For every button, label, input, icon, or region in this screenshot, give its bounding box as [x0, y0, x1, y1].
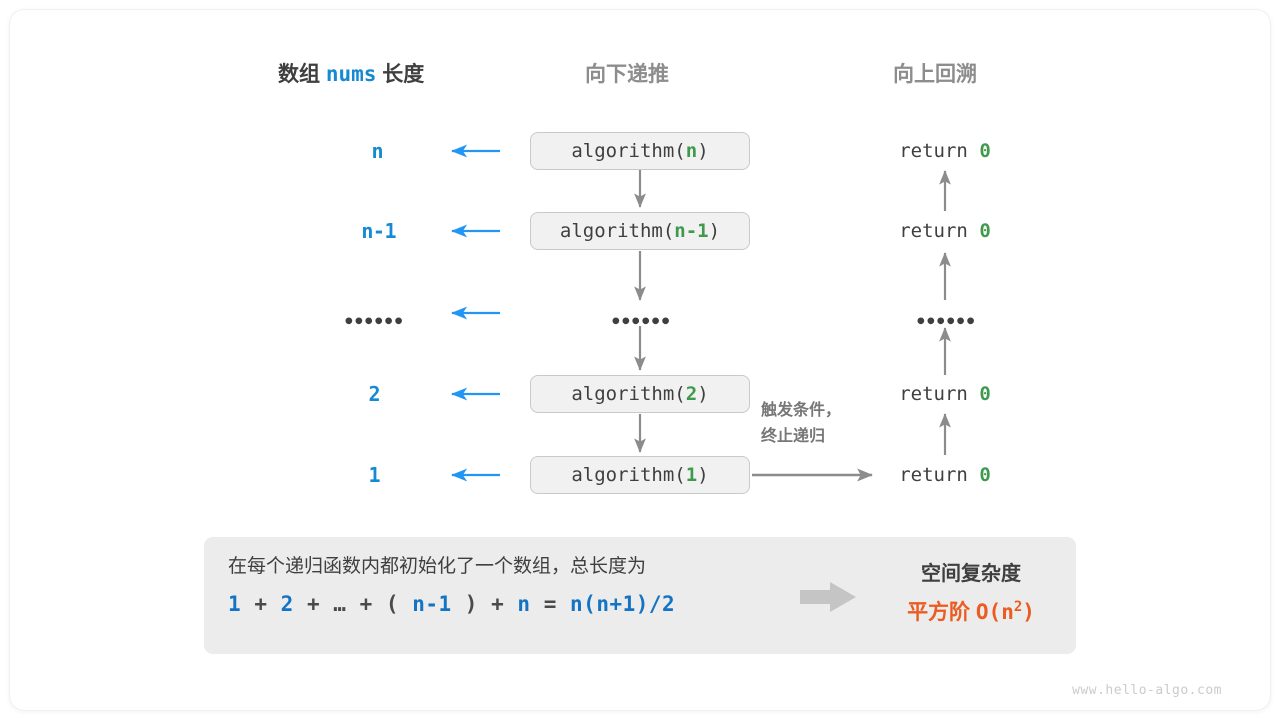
return-value-n-minus-1: 0	[979, 220, 991, 242]
return-label-1: return 0	[899, 464, 991, 486]
call-box-1-prefix: algorithm(	[571, 464, 686, 486]
formula-token-1: +	[254, 591, 268, 616]
formula-token-3: +	[306, 591, 321, 616]
call-box-n-prefix: algorithm(	[571, 140, 686, 162]
call-box-2-arg: 2	[685, 383, 698, 405]
return-value-1: 0	[979, 464, 991, 486]
call-box-n-suffix: )	[697, 140, 709, 162]
complexity-bigo: O(n2)	[975, 599, 1035, 624]
header-right: 向上回溯	[893, 63, 977, 86]
call-box-1-arg: 1	[685, 464, 698, 486]
complexity-bigo-open: O(n	[975, 600, 1014, 624]
ellipsis-returns: ••••••	[915, 311, 976, 333]
call-box-n[interactable]: algorithm(n)	[530, 132, 750, 170]
call-box-1[interactable]: algorithm(1)	[530, 456, 750, 494]
formula-token-9: +	[491, 591, 505, 616]
right-arrow-icon	[800, 582, 856, 612]
return-value-2: 0	[979, 383, 991, 405]
call-box-n-minus-1-prefix: algorithm(	[559, 220, 675, 242]
call-box-2-suffix: )	[697, 383, 709, 405]
call-box-n-minus-1-arg: n-1	[674, 220, 709, 242]
call-box-n-minus-1[interactable]: algorithm(n-1)	[530, 212, 750, 250]
formula-token-7: n-1	[412, 591, 452, 616]
summary-description: 在每个递归函数内都初始化了一个数组，总长度为	[228, 556, 647, 577]
formula-token-2: 2	[280, 591, 294, 616]
summary-result-block: 空间复杂度 平方阶 O(n2)	[876, 557, 1066, 626]
summary-text-block: 在每个递归函数内都初始化了一个数组，总长度为 1 + 2 + … + ( n-1…	[228, 553, 808, 616]
call-box-2-prefix: algorithm(	[571, 383, 686, 405]
header-middle: 向下递推	[585, 63, 669, 86]
return-keyword-n: return	[899, 140, 968, 162]
summary-formula: 1 + 2 + … + ( n-1 ) + n = n(n+1)/2	[228, 592, 808, 616]
ellipsis-calls: ••••••	[610, 311, 671, 333]
watermark: www.hello-algo.com	[1072, 683, 1222, 698]
summary-panel: 在每个递归函数内都初始化了一个数组，总长度为 1 + 2 + … + ( n-1…	[204, 537, 1076, 654]
call-box-2[interactable]: algorithm(2)	[530, 375, 750, 413]
formula-token-4: …	[333, 591, 347, 616]
termination-note-line2: 终止递归	[761, 428, 826, 446]
formula-token-8: )	[464, 591, 478, 616]
formula-token-11: =	[543, 591, 557, 616]
formula-token-5: +	[359, 591, 373, 616]
call-box-n-arg: n	[685, 140, 698, 162]
header-left-mono: nums	[325, 62, 377, 86]
call-box-n-minus-1-suffix: )	[708, 220, 721, 242]
ellipsis-length: ••••••	[343, 311, 404, 333]
return-keyword-2: return	[899, 383, 968, 405]
complexity-label: 平方阶	[907, 601, 971, 624]
length-label-n: n	[371, 139, 383, 163]
return-keyword-n-minus-1: return	[899, 220, 968, 242]
return-label-n: return 0	[899, 140, 991, 162]
call-box-1-suffix: )	[697, 464, 709, 486]
return-value-n: 0	[979, 140, 991, 162]
summary-complexity: 平方阶 O(n2)	[876, 596, 1066, 626]
complexity-exponent: 2	[1013, 599, 1023, 615]
header-left-suffix: 长度	[382, 63, 425, 86]
formula-token-6: (	[385, 591, 400, 616]
summary-title: 空间复杂度	[921, 563, 1021, 585]
formula-token-0: 1	[228, 591, 242, 616]
header-left: 数组 nums 长度	[278, 58, 424, 88]
return-label-2: return 0	[899, 383, 991, 405]
header-left-prefix: 数组	[278, 63, 320, 86]
formula-token-12: n(n+1)/2	[570, 591, 676, 616]
formula-token-10: n	[517, 591, 531, 616]
termination-note-line1: 触发条件，	[761, 402, 842, 419]
length-label-2: 2	[368, 382, 380, 406]
termination-note: 触发条件， 终止递归	[761, 398, 841, 451]
return-label-n-minus-1: return 0	[899, 220, 991, 242]
length-label-1: 1	[368, 463, 380, 487]
complexity-bigo-close: )	[1022, 600, 1035, 624]
return-keyword-1: return	[899, 464, 968, 486]
length-label-n-minus-1: n-1	[361, 219, 396, 243]
